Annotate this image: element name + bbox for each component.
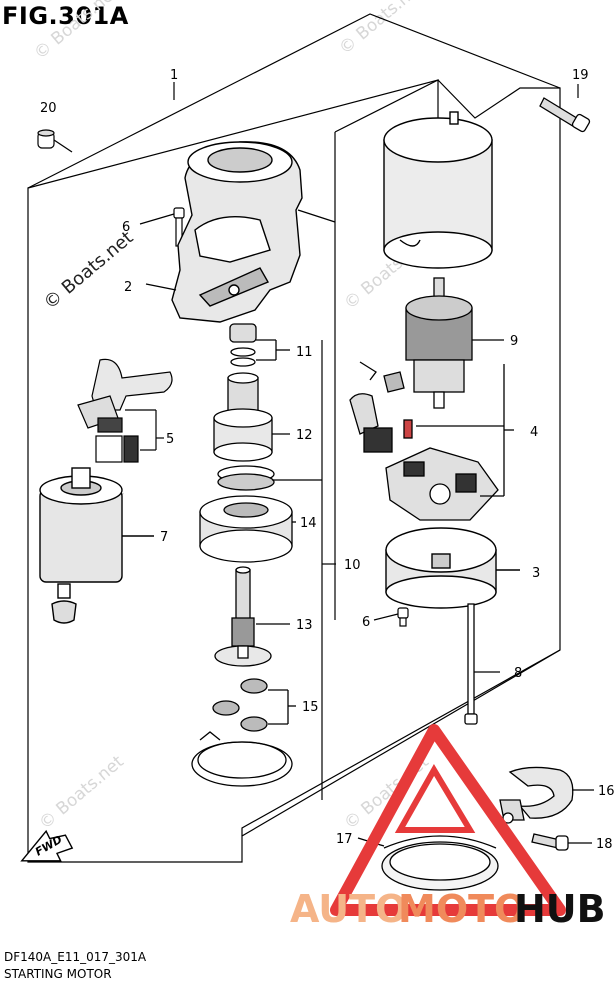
part-9-armature — [405, 277, 504, 409]
label-part-20: 20 — [40, 101, 57, 116]
watermark: © Boats.net — [335, 0, 428, 59]
figure-code: DF140A_E11_017_301A — [4, 950, 147, 964]
logo-triangle-inner — [394, 764, 476, 833]
part-3-end-cover — [385, 527, 520, 609]
part-8-through-bolt — [464, 603, 500, 725]
logo-moto-text: MOTO — [398, 887, 526, 931]
leaders — [173, 82, 579, 100]
part-5-brush-set — [77, 358, 173, 463]
part-6-screw — [139, 207, 185, 247]
label-part-19: 19 — [572, 68, 589, 83]
watermark: © Boats.net — [40, 227, 138, 314]
part-15-planet-gears — [212, 678, 296, 732]
label-part-14: 14 — [300, 516, 317, 531]
part-7-solenoid — [39, 467, 154, 624]
part-16-band-clamp — [499, 766, 594, 824]
part-14-clutch — [199, 465, 296, 563]
part-2-drive-housing — [145, 141, 303, 323]
logo-hub-text: HUB — [514, 887, 606, 931]
part-19-bolt — [539, 97, 591, 133]
motor-yoke — [383, 111, 493, 269]
logo-triangle — [330, 724, 566, 916]
label-part-9: 9 — [510, 334, 518, 349]
part-11-rings — [229, 323, 290, 367]
figure-caption: STARTING MOTOR — [4, 967, 112, 981]
label-part-17: 17 — [336, 832, 353, 847]
label-part-11: 11 — [296, 345, 313, 360]
label-part-18: 18 — [596, 837, 613, 852]
bracket-10 — [272, 340, 336, 800]
label-part-12: 12 — [296, 428, 313, 443]
watermark: © Boats.net — [35, 752, 128, 834]
label-part-13: 13 — [296, 618, 313, 633]
label-part-15: 15 — [302, 700, 319, 715]
label-part-8: 8 — [514, 666, 522, 681]
label-part-2: 2 — [124, 280, 132, 295]
label-part-6: 6 — [122, 220, 130, 235]
label-part-7: 7 — [160, 530, 168, 545]
logo-auto-text: AUTO — [290, 887, 407, 931]
label-part-3: 3 — [532, 566, 540, 581]
label-part-10: 10 — [344, 558, 361, 573]
figure-title: FIG.301A — [2, 2, 129, 30]
ring-gear — [191, 731, 293, 787]
part-number-labels: 1 2 3 4 5 6 6 7 8 9 10 11 12 13 14 15 16… — [40, 68, 614, 852]
automotohub-logo: AUTO MOTO HUB — [290, 724, 606, 931]
part-4-brush-holder — [349, 361, 514, 521]
part-12-pinion — [213, 372, 290, 462]
label-part-4: 4 — [530, 425, 538, 440]
part-6-screw-right — [373, 607, 409, 627]
label-part-16: 16 — [598, 784, 614, 799]
part-18-bolt — [531, 833, 592, 851]
part-13-shaft — [214, 566, 290, 667]
part-17-rubber-ring — [357, 835, 499, 891]
label-part-6b: 6 — [362, 615, 370, 630]
watermark: © Boats.net — [30, 0, 123, 64]
label-part-1: 1 — [170, 68, 178, 83]
part-20-cap — [37, 129, 73, 153]
assembly-frame — [27, 13, 561, 863]
label-part-5: 5 — [166, 432, 174, 447]
